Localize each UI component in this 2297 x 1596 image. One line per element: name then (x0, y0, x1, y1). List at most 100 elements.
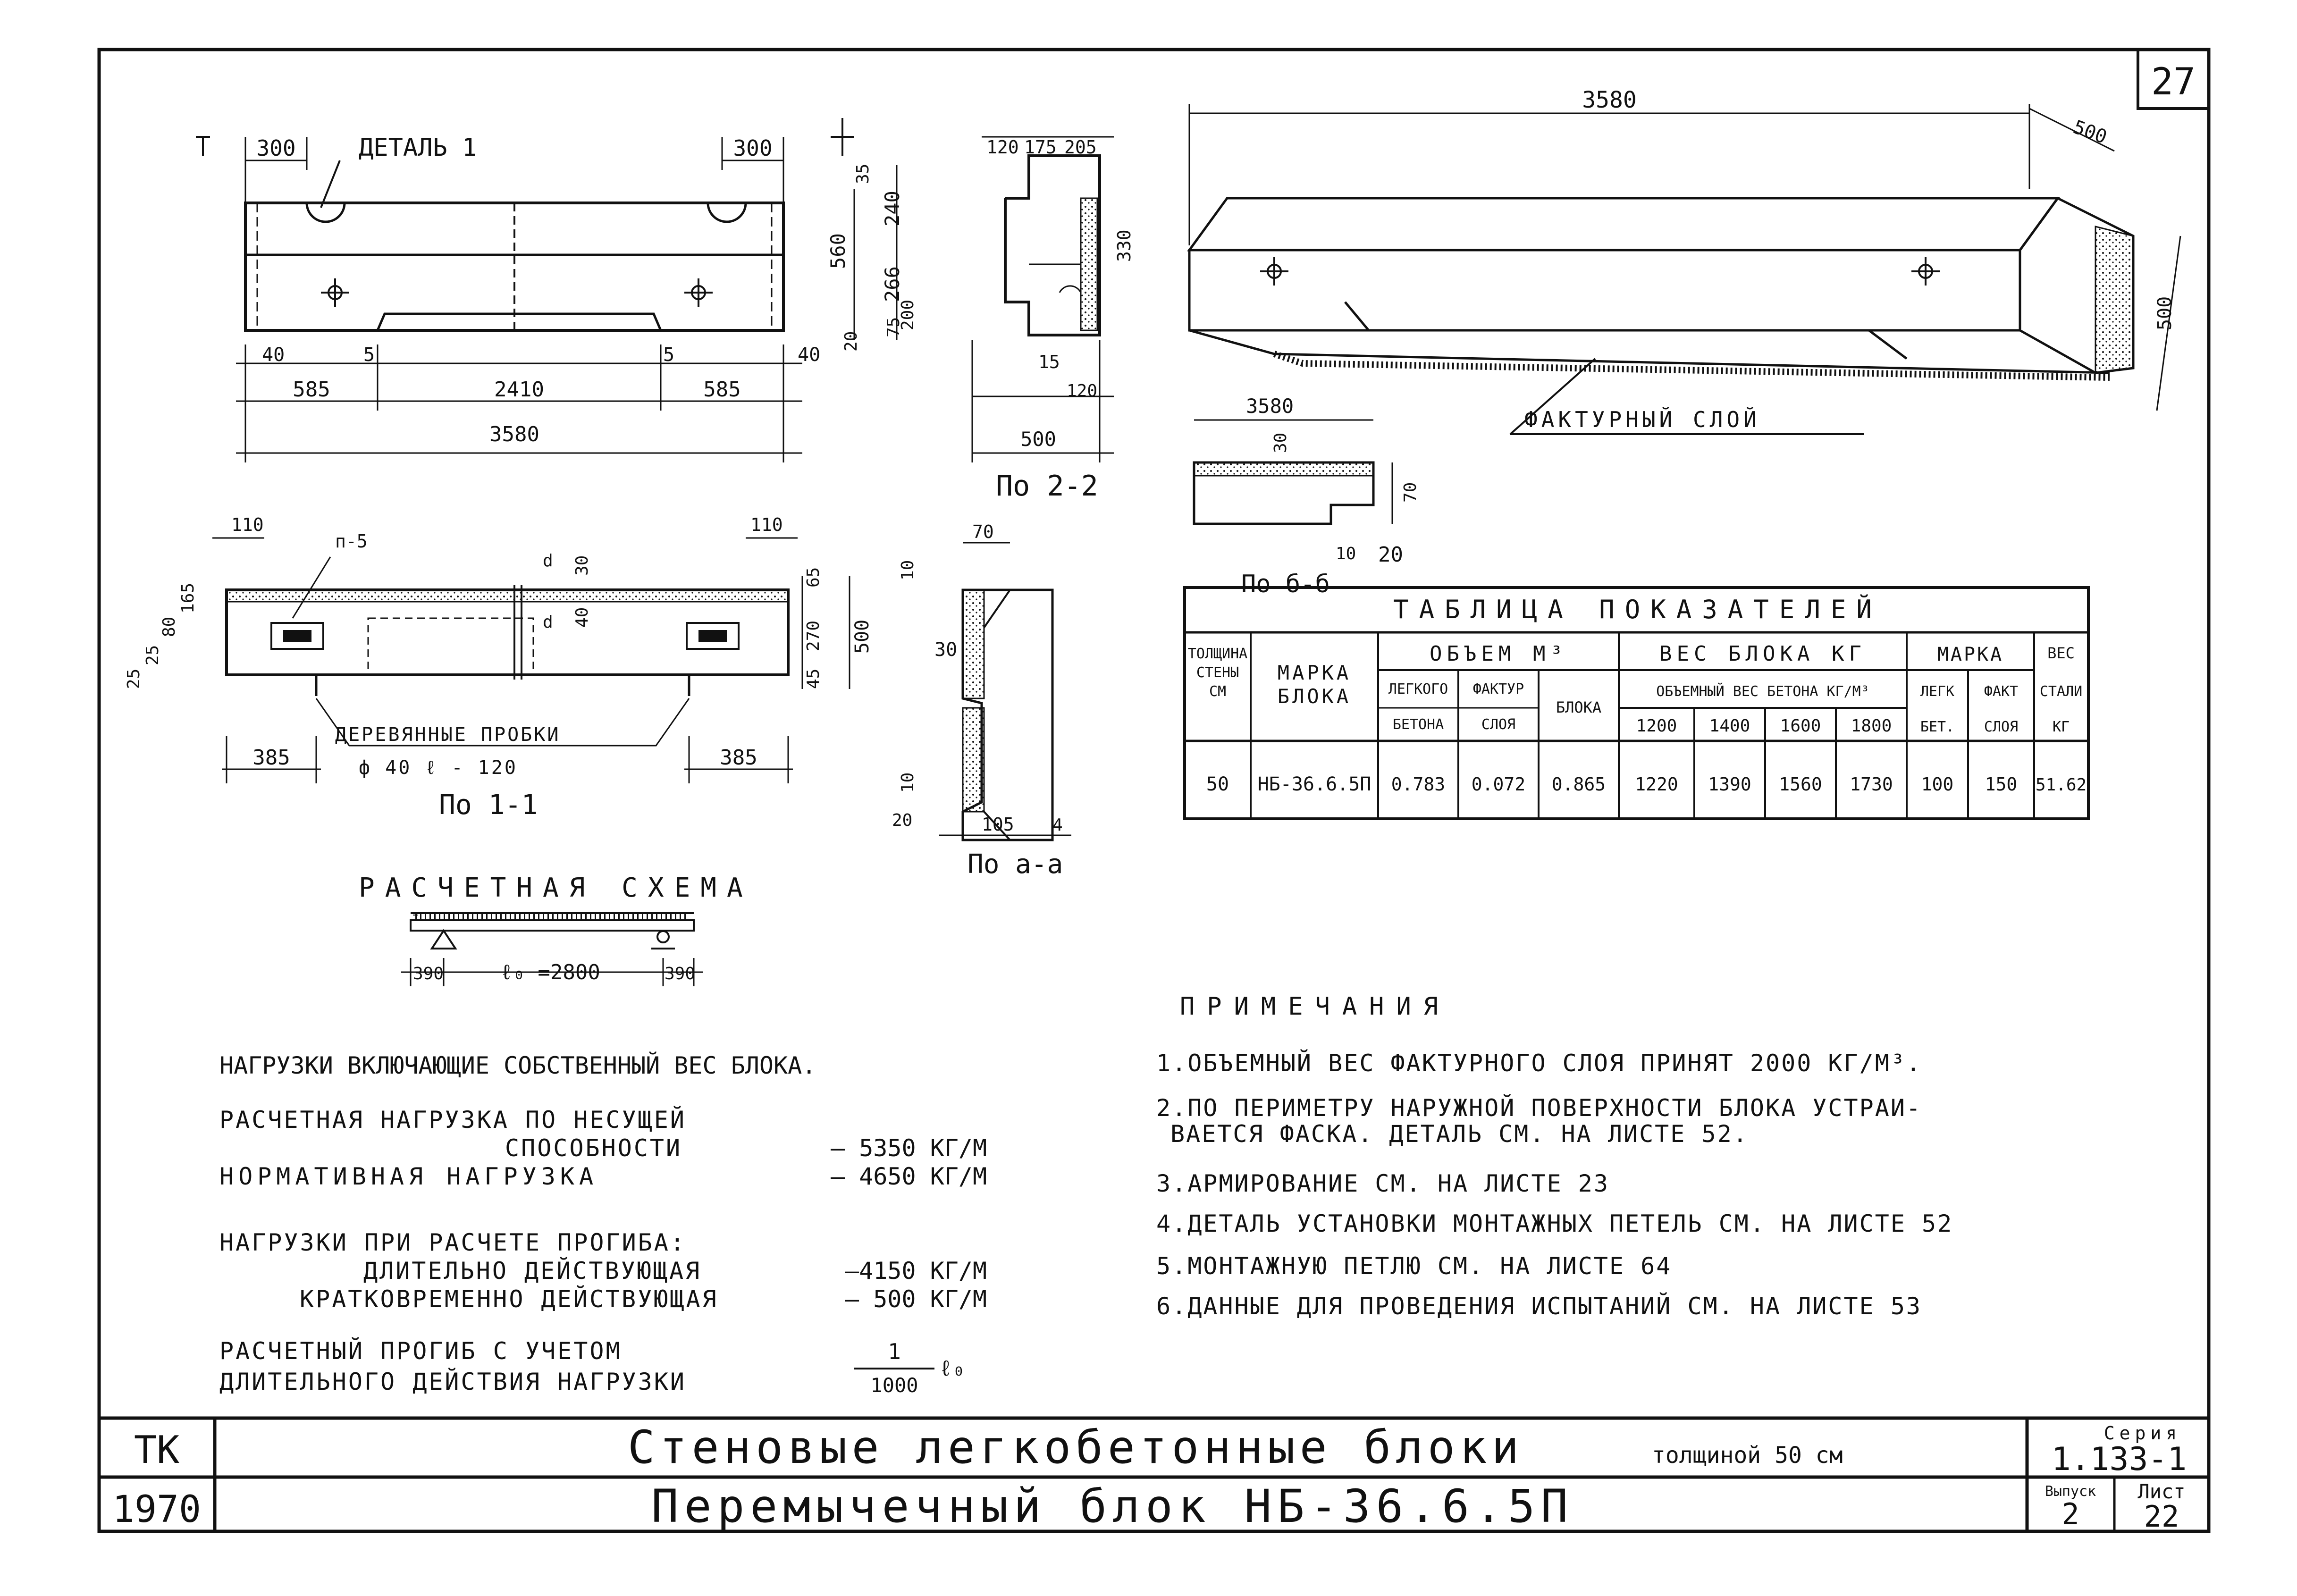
tb-issue-value: 2 (2061, 1497, 2079, 1531)
th-volume-facing-2: СЛОЯ (1481, 716, 1515, 733)
note-4: 4.ДЕТАЛЬ УСТАНОВКИ МОНТАЖНЫХ ПЕТЕЛЬ СМ. … (1156, 1210, 1953, 1237)
plan-dim-left-25a: 25 (124, 669, 143, 689)
plan-dim-d-top: d (543, 551, 553, 571)
loads-short-term-value: – 500 КГ/М (845, 1285, 987, 1313)
scheme-support-left: 390 (413, 964, 444, 983)
scheme-support-right: 390 (665, 964, 695, 983)
loads-design-1: РАСЧЕТНАЯ НАГРУЗКА ПО НЕСУЩЕЙ (219, 1106, 686, 1134)
tb-series-value: 1.133-1 (2052, 1441, 2187, 1478)
th-steel-2: СТАЛИ (2040, 683, 2082, 700)
tb-sheet-label: Лист (2137, 1480, 2185, 1503)
section-a-a-label: По а-а (968, 849, 1063, 880)
th-density: ОБЪЕМНЫЙ ВЕС БЕТОНА КГ/М³ (1656, 683, 1869, 700)
table-title: ТАБЛИЦА ПОКАЗАТЕЛЕЙ (1393, 595, 1882, 624)
th-brand-1: МАРКА (1278, 661, 1351, 684)
section-b-b: 3580 30 70 10 20 По б-б (1193, 395, 1420, 598)
title-block: ТК 1970 Стеновые легкобетонные блоки тол… (99, 1416, 2209, 1534)
scheme-span: ℓ₀ =2800 (500, 960, 600, 984)
tb-title: Стеновые легкобетонные блоки (628, 1421, 1523, 1474)
td-volume-facing: 0.072 (1472, 774, 1525, 795)
plan-dim-270: 270 (804, 621, 823, 651)
plan-dim-40: 40 (572, 607, 592, 628)
th-steel-3: КГ (2053, 719, 2070, 735)
front-dim-right-35: 35 (853, 164, 873, 184)
th-volume: ОБЪЕМ М³ (1430, 642, 1567, 666)
saa-dim-10-bottom: 10 (898, 773, 917, 793)
plan-dim-385-right: 385 (720, 746, 757, 770)
front-dim-40-left: 40 (262, 344, 285, 366)
td-weight-1600: 1560 (1779, 774, 1822, 795)
loads-deflection-den: 1000 (870, 1374, 918, 1397)
tb-title-suffix: толщиной 50 см (1652, 1442, 1843, 1469)
plan-dim-d-bottom: d (543, 613, 553, 632)
plan-left-insert (283, 630, 311, 642)
loads-normative-value: – 4650 КГ/М (831, 1163, 987, 1190)
s22-dim-205: 205 (1064, 137, 1097, 158)
note-6: 6.ДАННЫЕ ДЛЯ ПРОВЕДЕНИЯ ИСПЫТАНИЙ СМ. НА… (1156, 1292, 1922, 1320)
plan-note-plugs: ДЕРЕВЯННЫЕ ПРОБКИ (335, 724, 560, 746)
plan-dim-65: 65 (804, 567, 823, 588)
saa-dim-70: 70 (972, 521, 994, 542)
design-scheme: РАСЧЕТНАЯ СХЕМА 390 ℓ₀ =2800 390 (359, 873, 753, 986)
corner-number: 27 (2151, 61, 2196, 103)
plan-dim-left-25b: 25 (143, 645, 162, 665)
plan-dim-45: 45 (804, 669, 823, 689)
iso-dim-length: 3580 (1582, 87, 1637, 113)
th-density-1200: 1200 (1636, 716, 1677, 736)
td-grade-light: 100 (1921, 774, 1954, 795)
th-grade: МАРКА (1937, 644, 2003, 665)
front-dim-right-560: 560 (826, 233, 850, 269)
th-volume-light-1: ЛЕГКОГО (1388, 681, 1448, 697)
s22-dim-330: 330 (1114, 229, 1135, 262)
plan-right-insert (698, 630, 727, 642)
front-dim-585-right: 585 (703, 378, 740, 402)
th-grade-light-2: БЕТ. (1920, 719, 1954, 735)
facing-layer-label: ФАКТУРНЫЙ СЛОЙ (1524, 407, 1760, 432)
plan-dim-500: 500 (851, 620, 873, 654)
plan-hole-label: п-5 (335, 531, 368, 552)
front-dim-2410: 2410 (494, 378, 544, 402)
th-steel-1: ВЕС (2047, 644, 2075, 662)
tb-code: ТК (134, 1428, 179, 1472)
sheet-frame (97, 48, 2211, 1533)
loads-normative: НОРМАТИВНАЯ НАГРУЗКА (219, 1163, 598, 1190)
td-weight-1200: 1220 (1635, 774, 1678, 795)
loads-block: НАГРУЗКИ ВКЛЮЧАЮЩИЕ СОБСТВЕННЫЙ ВЕС БЛОК… (219, 1051, 987, 1397)
plan-1-1-label: По 1-1 (439, 789, 538, 821)
front-dim-right-266: 266 (881, 266, 904, 302)
saa-dim-4: 4 (1052, 815, 1063, 835)
note-1: 1.ОБЪЕМНЫЙ ВЕС ФАКТУРНОГО СЛОЯ ПРИНЯТ 20… (1156, 1049, 1922, 1077)
th-volume-facing-1: ФАКТУР (1473, 681, 1524, 697)
front-dim-top-right: 300 (733, 135, 772, 161)
th-density-1800: 1800 (1851, 716, 1892, 736)
th-thickness-1: ТОЛЩИНА (1188, 646, 1247, 662)
plan-dim-30: 30 (572, 555, 592, 576)
plan-dim-110-left: 110 (231, 514, 264, 535)
s22-dim-120b: 120 (1067, 381, 1097, 401)
s22-dim-175: 175 (1024, 137, 1057, 158)
front-dim-right-200: 200 (898, 300, 917, 330)
loads-deflection-2: ДЛИТЕЛЬНОГО ДЕЙСТВИЯ НАГРУЗКИ (219, 1368, 686, 1395)
th-thickness-3: СМ (1209, 683, 1226, 700)
loads-deflection-heading: НАГРУЗКИ ПРИ РАСЧЕТЕ ПРОГИБА: (219, 1229, 686, 1256)
td-grade-facing: 150 (1985, 774, 2018, 795)
saa-dim-20: 20 (892, 811, 912, 830)
s22-dim-500: 500 (1020, 428, 1056, 451)
th-volume-light-2: БЕТОНА (1393, 716, 1444, 733)
loads-long-term: ДЛИТЕЛЬНО ДЕЙСТВУЮЩАЯ (363, 1257, 701, 1285)
iso-dim-width: 500 (2070, 116, 2110, 148)
loads-heading: НАГРУЗКИ ВКЛЮЧАЮЩИЕ СОБСТВЕННЫЙ ВЕС БЛОК… (219, 1051, 816, 1079)
front-dim-total: 3580 (489, 422, 539, 446)
section-a-a: 70 10 30 10 20 105 4 По а-а (892, 521, 1071, 880)
notes-block: ПРИМЕЧАНИЯ 1.ОБЪЕМНЫЙ ВЕС ФАКТУРНОГО СЛО… (1156, 992, 1953, 1320)
saa-dim-30: 30 (934, 639, 957, 661)
td-steel: 51.62 (2036, 775, 2087, 795)
td-volume-light: 0.783 (1391, 774, 1445, 795)
scheme-title: РАСЧЕТНАЯ СХЕМА (359, 873, 753, 903)
sbb-dim-30: 30 (1271, 433, 1290, 453)
front-dim-585-left: 585 (293, 378, 330, 402)
isometric-view: 3580 500 500 ФАКТУРНЫЙ СЛОЙ (1187, 87, 2181, 435)
detail-label: ДЕТАЛЬ 1 (359, 134, 477, 162)
loads-deflection-num: 1 (888, 1339, 901, 1364)
td-thickness: 50 (1206, 773, 1229, 795)
